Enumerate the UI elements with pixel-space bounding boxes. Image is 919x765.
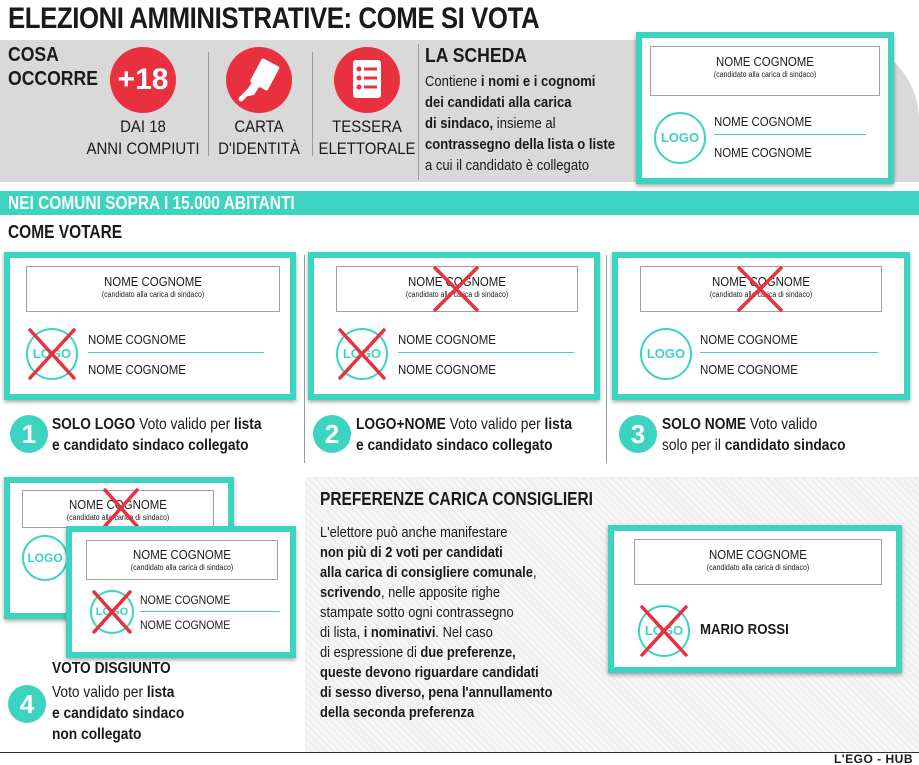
candidate-line <box>398 352 574 353</box>
candidate-line <box>140 611 280 612</box>
candidate-name: NOME COGNOME <box>700 362 798 377</box>
mayor-name-box: NOME COGNOME (candidato alla carica di s… <box>86 540 278 580</box>
step-number: 3 <box>619 415 657 453</box>
age-caption: DAI 18 ANNI COMPIUTI <box>86 117 200 158</box>
section-bar <box>0 191 919 215</box>
section-title: NEI COMUNI SOPRA I 15.000 ABITANTI <box>8 193 295 213</box>
candidate-line <box>700 352 878 353</box>
candidate-name: NOME COGNOME <box>398 362 496 377</box>
candidate-name: NOME COGNOME <box>398 332 496 347</box>
cross-mark-icon <box>433 266 479 312</box>
candidate-line <box>714 134 866 135</box>
footer-rule <box>0 752 919 753</box>
ballot-option-3: NOME COGNOME (candidato alla carica di s… <box>612 252 910 400</box>
disjoint-vote-title: VOTO DISGIUNTO <box>52 660 171 677</box>
step-description: Voto valido per lista e candidato sindac… <box>52 684 185 743</box>
cross-mark-icon <box>28 328 76 380</box>
electoral-card-badge <box>334 47 400 113</box>
ballot-option-1: NOME COGNOME (candidato alla carica di s… <box>4 252 296 400</box>
mayor-name-box: NOME COGNOME (candidato alla carica di s… <box>650 46 880 96</box>
party-logo: LOGO <box>22 535 68 581</box>
candidate-name: NOME COGNOME <box>88 332 186 347</box>
candidate-name: NOME COGNOME <box>714 145 812 160</box>
requirements-heading: COSA OCCORRE <box>8 44 98 90</box>
candidate-line <box>88 352 264 353</box>
page-title: ELEZIONI AMMINISTRATIVE: COME SI VOTA <box>8 2 540 35</box>
how-to-vote-heading: COME VOTARE <box>8 222 123 242</box>
cross-mark-icon <box>103 488 139 528</box>
step-number: 1 <box>10 415 48 453</box>
step-description: SOLO NOME Voto valido solo per il candid… <box>662 416 846 454</box>
candidate-name: NOME COGNOME <box>140 593 231 607</box>
scheda-title: LA SCHEDA <box>425 45 528 67</box>
ballot-list-icon <box>353 60 381 98</box>
cross-mark-icon <box>92 590 132 634</box>
divider <box>606 255 607 463</box>
disjoint-ballot-front: NOME COGNOME (candidato alla carica di s… <box>66 526 296 658</box>
mayor-name-box: NOME COGNOME (candidato alla carica di s… <box>26 266 280 312</box>
candidate-name: NOME COGNOME <box>700 332 798 347</box>
identity-card-badge <box>226 47 292 113</box>
preference-ballot: NOME COGNOME (candidato alla carica di s… <box>608 525 902 673</box>
cross-mark-icon <box>640 605 688 657</box>
written-preference: MARIO ROSSI <box>700 621 789 638</box>
electoral-card-caption: TESSERA ELETTORALE <box>318 117 416 158</box>
hand-card-icon <box>238 58 280 102</box>
step-number: 2 <box>313 415 351 453</box>
step-description: LOGO+NOME Voto valido per lista e candid… <box>356 416 573 454</box>
cross-mark-icon <box>338 328 386 380</box>
divider <box>312 52 313 156</box>
scheda-description: Contiene i nomi e i cognomi dei candidat… <box>425 74 616 174</box>
cross-mark-icon <box>737 266 783 312</box>
party-logo: LOGO <box>640 328 692 380</box>
sample-ballot: NOME COGNOME (candidato alla carica di s… <box>636 32 894 184</box>
divider <box>418 44 419 180</box>
step-description: SOLO LOGO Voto valido per lista e candid… <box>52 416 262 454</box>
divider <box>304 255 305 463</box>
party-logo: LOGO <box>654 112 706 164</box>
identity-card-caption: CARTA D'IDENTITÀ <box>218 117 300 158</box>
credit: L'EGO - HUB <box>833 752 913 765</box>
mayor-name-box: NOME COGNOME (candidato alla carica di s… <box>634 539 882 585</box>
preferences-title: PREFERENZE CARICA CONSIGLIERI <box>320 489 593 509</box>
candidate-name: NOME COGNOME <box>714 114 812 129</box>
candidate-name: NOME COGNOME <box>88 362 186 377</box>
preferences-description: L'elettore può anche manifestare non più… <box>320 524 553 721</box>
ballot-option-2: NOME COGNOME (candidato alla carica di s… <box>308 252 600 400</box>
candidate-name: NOME COGNOME <box>140 618 231 632</box>
age-badge: +18 <box>110 47 176 113</box>
step-number: 4 <box>8 685 46 723</box>
divider <box>208 52 209 156</box>
